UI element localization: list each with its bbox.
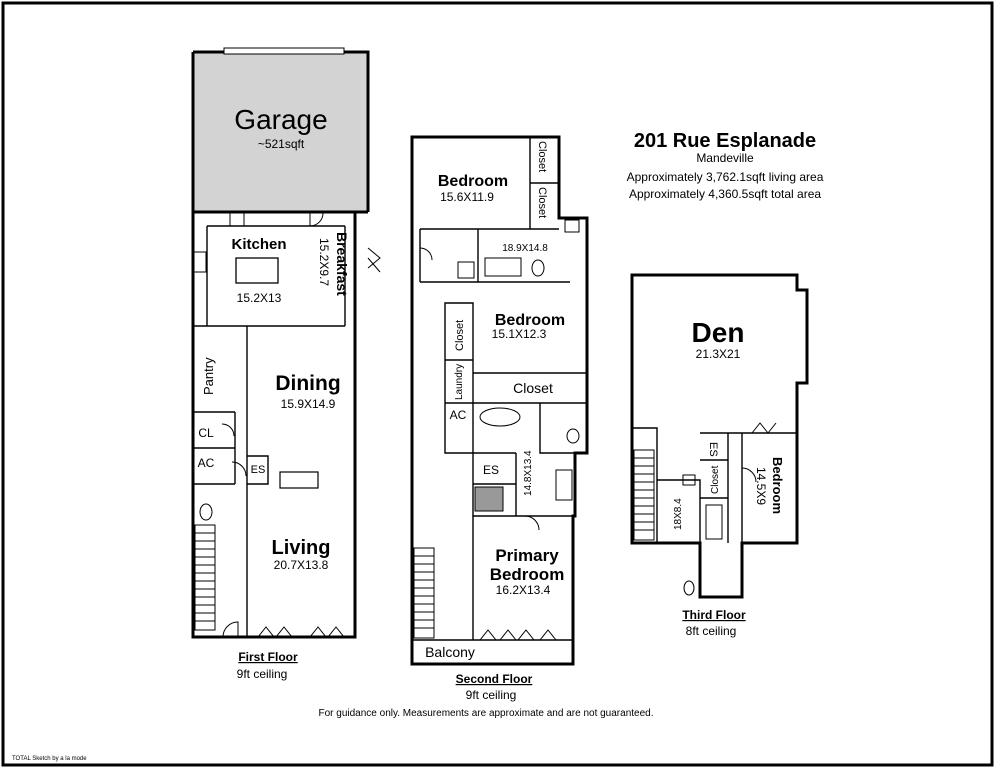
bathtub-icon xyxy=(484,257,522,277)
living-dim: 20.7X13.8 xyxy=(274,558,329,572)
third-floor-ceiling: 8ft ceiling xyxy=(686,624,737,638)
bath2-dim: 14.8X13.4 xyxy=(523,450,534,496)
first-floor-closets xyxy=(193,411,236,485)
primary-name-line2: Bedroom xyxy=(490,565,565,584)
tub-icon xyxy=(479,407,521,427)
bedroom3-name: Bedroom xyxy=(770,457,785,514)
first-floor-partitions xyxy=(193,225,346,637)
closet2-label: Closet xyxy=(536,187,548,218)
cl-label: CL xyxy=(198,426,214,440)
toilet-icon xyxy=(531,259,545,277)
closet1-label: Closet xyxy=(536,141,548,172)
primary-name-line1: Primary xyxy=(495,546,559,565)
bedroom1-dim: 15.6X11.9 xyxy=(440,190,494,204)
dining-dim: 15.9X14.9 xyxy=(281,397,336,411)
top-closets xyxy=(529,137,559,229)
address-title: 201 Rue Esplanade xyxy=(634,130,816,152)
toilet-icon xyxy=(566,428,580,444)
kitchen-dim: 15.2X13 xyxy=(237,291,282,305)
first-floor-title: First Floor xyxy=(238,650,298,664)
pantry-label: Pantry xyxy=(201,357,216,395)
third-floor-stairs xyxy=(633,449,655,541)
living-area-label: Approximately 3,762.1sqft living area xyxy=(627,170,824,184)
breakfast-name: Breakfast xyxy=(334,232,350,296)
door-swing xyxy=(221,423,235,437)
kitchen-island xyxy=(235,257,279,284)
closet3-label: Closet xyxy=(454,320,466,351)
fireplace xyxy=(279,471,319,489)
first-floor-es xyxy=(247,455,269,485)
third-floor-title: Third Floor xyxy=(682,608,746,622)
sink-icon xyxy=(564,219,580,233)
door-swing xyxy=(419,247,433,261)
bath-dim: 18.9X14.8 xyxy=(502,243,548,254)
door-swing xyxy=(741,467,757,483)
ac-label: AC xyxy=(198,456,215,470)
sink-icon xyxy=(682,474,696,486)
garage-door xyxy=(223,47,345,55)
second-floor-plan: Bedroom 15.6X11.9 Closet Closet 18.9X14.… xyxy=(410,135,589,702)
toilet-icon xyxy=(199,503,213,521)
door-swing xyxy=(367,247,381,273)
sink-icon xyxy=(193,251,207,273)
bath-partitions xyxy=(419,228,570,283)
sink-icon xyxy=(457,261,475,279)
second-floor-ceiling: 9ft ceiling xyxy=(466,688,517,702)
bedroom3-dim: 14.5X9 xyxy=(754,467,768,505)
city-label: Mandeville xyxy=(696,151,754,165)
door-swing xyxy=(524,515,540,531)
es-label: ES xyxy=(251,464,266,476)
property-header: 201 Rue Esplanade Mandeville Approximate… xyxy=(627,130,824,201)
garage-room xyxy=(193,52,368,212)
tub-icon xyxy=(705,504,723,540)
vanity-icon xyxy=(555,469,573,501)
credit-text: TOTAL Sketch by a la mode xyxy=(12,756,87,762)
kitchen-name: Kitchen xyxy=(231,236,286,253)
garage-name: Garage xyxy=(234,104,327,135)
first-floor-plan: Garage ~521sqft Kitchen 15.2X13 Breakfas… xyxy=(191,47,381,681)
french-door xyxy=(309,626,345,638)
first-floor-ceiling: 9ft ceiling xyxy=(237,667,288,681)
dining-name: Dining xyxy=(275,372,340,395)
den-name: Den xyxy=(692,317,745,348)
third-floor-plan: Den 21.3X21 ES Closet Bedroom 14.5X9 18X… xyxy=(630,273,809,638)
french-door xyxy=(751,422,777,434)
closet4-label: Closet xyxy=(513,380,553,396)
den-dim: 21.3X21 xyxy=(696,347,741,361)
stove-icon xyxy=(229,212,245,227)
third-floor-partitions xyxy=(632,427,797,543)
french-door xyxy=(257,626,293,638)
total-area-label: Approximately 4,360.5sqft total area xyxy=(629,187,821,201)
living-name: Living xyxy=(272,537,331,559)
door-swing xyxy=(231,461,247,477)
laundry-label: Laundry xyxy=(454,364,465,400)
bedroom2-dim: 15.1X12.3 xyxy=(492,327,547,341)
shower-icon xyxy=(474,486,504,512)
bedroom1-name: Bedroom xyxy=(438,173,508,190)
closet5-label: Closet xyxy=(710,465,721,494)
es3-label: ES xyxy=(707,442,719,457)
balcony-label: Balcony xyxy=(425,644,475,660)
hall-dim: 18X8.4 xyxy=(673,498,684,530)
breakfast-dim: 15.2X9.7 xyxy=(317,238,331,286)
door-swing xyxy=(222,621,239,638)
second-floor-title: Second Floor xyxy=(456,672,533,686)
ac2-label: AC xyxy=(450,408,467,422)
second-floor-stairs xyxy=(413,547,435,639)
primary-dim: 16.2X13.4 xyxy=(496,583,551,597)
garage-area: ~521sqft xyxy=(258,137,305,151)
disclaimer-text: For guidance only. Measurements are appr… xyxy=(318,708,653,719)
first-floor-stairs xyxy=(194,524,216,631)
french-door xyxy=(499,629,535,641)
door-swing xyxy=(309,212,324,227)
es2-label: ES xyxy=(483,463,499,477)
toilet-icon xyxy=(683,580,695,596)
french-door xyxy=(479,629,557,641)
bedroom2-name: Bedroom xyxy=(495,312,565,329)
